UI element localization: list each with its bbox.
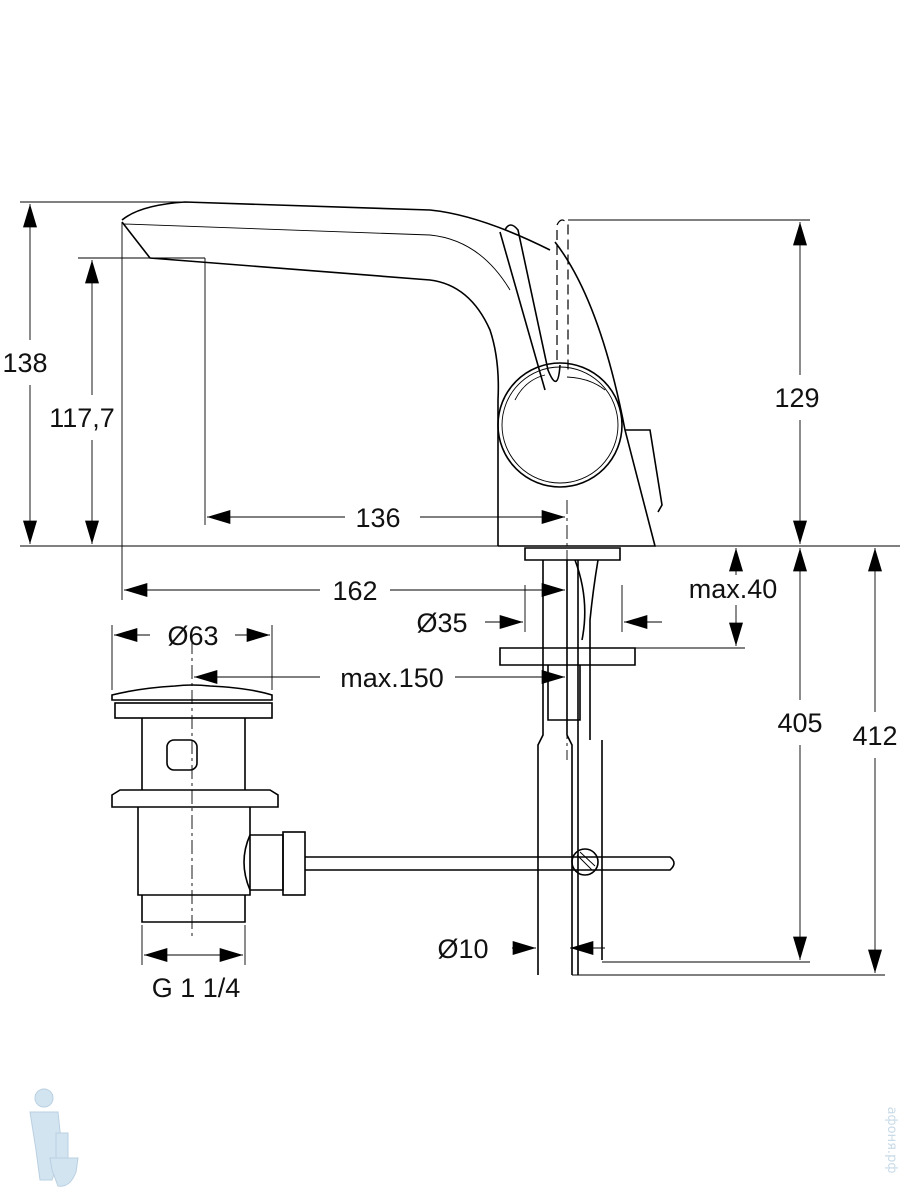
dim-drain-diameter: Ø63	[167, 621, 218, 651]
dim-total-length: 162	[332, 576, 377, 606]
hoses-and-fixing	[499, 500, 636, 975]
watermark-text: афоня.рф	[884, 1107, 899, 1174]
dim-hole-diameter: Ø35	[416, 608, 467, 638]
drain-waste	[111, 640, 675, 940]
dim-total-height: 138	[2, 348, 47, 378]
dim-max-deck: max.40	[689, 574, 778, 604]
dim-total-below: 412	[852, 721, 897, 751]
dim-hose-length: 405	[777, 708, 822, 738]
faucet-body	[121, 201, 663, 561]
dim-drain-thread: G 1 1/4	[152, 973, 241, 1003]
dim-max-rod: max.150	[340, 663, 444, 693]
dimension-labels: 138 117,7 136 162 129 max.40 Ø35 Ø63 max…	[2, 348, 897, 1003]
dim-spout-height: 117,7	[49, 403, 115, 433]
extension-lines	[20, 201, 900, 976]
dim-hose-diameter: Ø10	[437, 934, 488, 964]
plumber-logo-watermark	[29, 1088, 79, 1187]
dim-lever-height: 129	[774, 383, 819, 413]
dim-spout-reach: 136	[355, 503, 400, 533]
dimension-lines	[23, 203, 882, 974]
